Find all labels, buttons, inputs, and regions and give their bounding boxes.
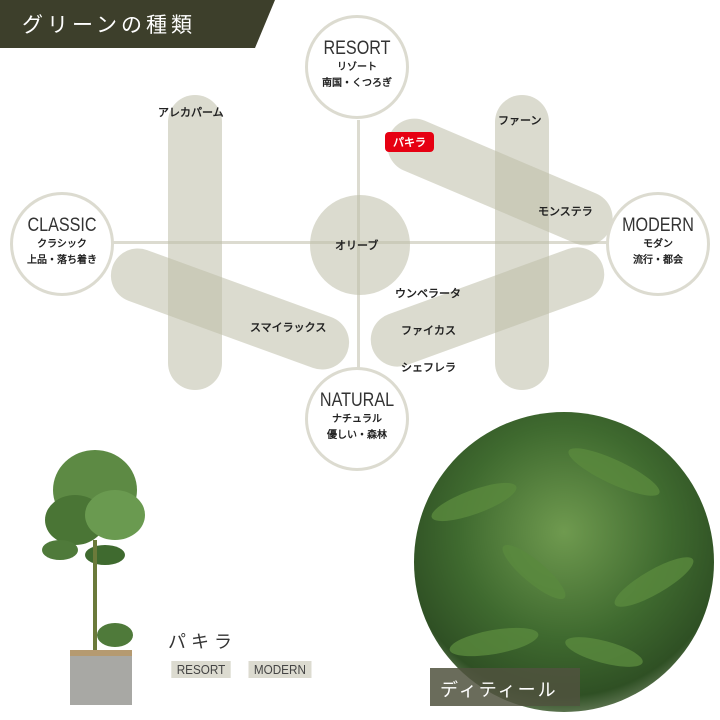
product-image xyxy=(42,450,145,705)
axis-resort-jp1: リゾート xyxy=(337,62,377,73)
label-schefflera[interactable]: シェフレラ xyxy=(401,361,456,374)
axis-classic-jp1: クラシック xyxy=(37,239,87,250)
detail-label-bar[interactable] xyxy=(430,668,580,706)
axis-natural: NATURAL ナチュラル 優しい・森林 xyxy=(305,367,409,471)
label-fern[interactable]: ファーン xyxy=(498,114,542,127)
pill-areca xyxy=(168,95,222,390)
axis-modern-jp2: 流行・都会 xyxy=(633,255,683,266)
axis-natural-en: NATURAL xyxy=(319,390,395,411)
label-pachira[interactable]: パキラ xyxy=(385,132,434,152)
label-smilax[interactable]: スマイラックス xyxy=(250,321,327,334)
detail-label[interactable]: ディティール xyxy=(440,680,558,701)
pill-fern xyxy=(495,95,549,390)
axis-classic-jp2: 上品・落ち着き xyxy=(27,255,97,266)
axis-natural-jp1: ナチュラル xyxy=(332,414,382,425)
label-olive[interactable]: オリーブ xyxy=(335,239,379,252)
section-header xyxy=(0,0,275,48)
label-areca[interactable]: アレカパーム xyxy=(158,106,224,119)
axis-resort: RESORT リゾート 南国・くつろぎ xyxy=(305,15,409,119)
tag-modern: MODERN xyxy=(248,661,312,678)
section-title: グリーンの種類 xyxy=(22,13,196,37)
product-tags: RESORT MODERN xyxy=(168,659,321,678)
label-umbellata[interactable]: ウンベラータ xyxy=(395,287,461,300)
axis-modern-en: MODERN xyxy=(622,215,694,236)
label-monstera[interactable]: モンステラ xyxy=(538,205,593,218)
axis-modern: MODERN モダン 流行・都会 xyxy=(606,192,710,296)
product-name: パキラ xyxy=(168,632,237,653)
label-ficus[interactable]: ファイカス xyxy=(401,324,456,337)
axis-resort-jp2: 南国・くつろぎ xyxy=(322,78,392,89)
axis-classic-en: CLASSIC xyxy=(27,215,97,236)
axis-classic: CLASSIC クラシック 上品・落ち着き xyxy=(10,192,114,296)
axis-modern-jp1: モダン xyxy=(643,239,673,250)
detail-photo xyxy=(414,412,714,712)
axis-resort-en: RESORT xyxy=(323,38,391,59)
olive-circle xyxy=(310,195,410,295)
axis-natural-jp2: 優しい・森林 xyxy=(327,430,387,441)
leaves-icon xyxy=(431,448,694,667)
tag-resort: RESORT xyxy=(171,661,231,678)
